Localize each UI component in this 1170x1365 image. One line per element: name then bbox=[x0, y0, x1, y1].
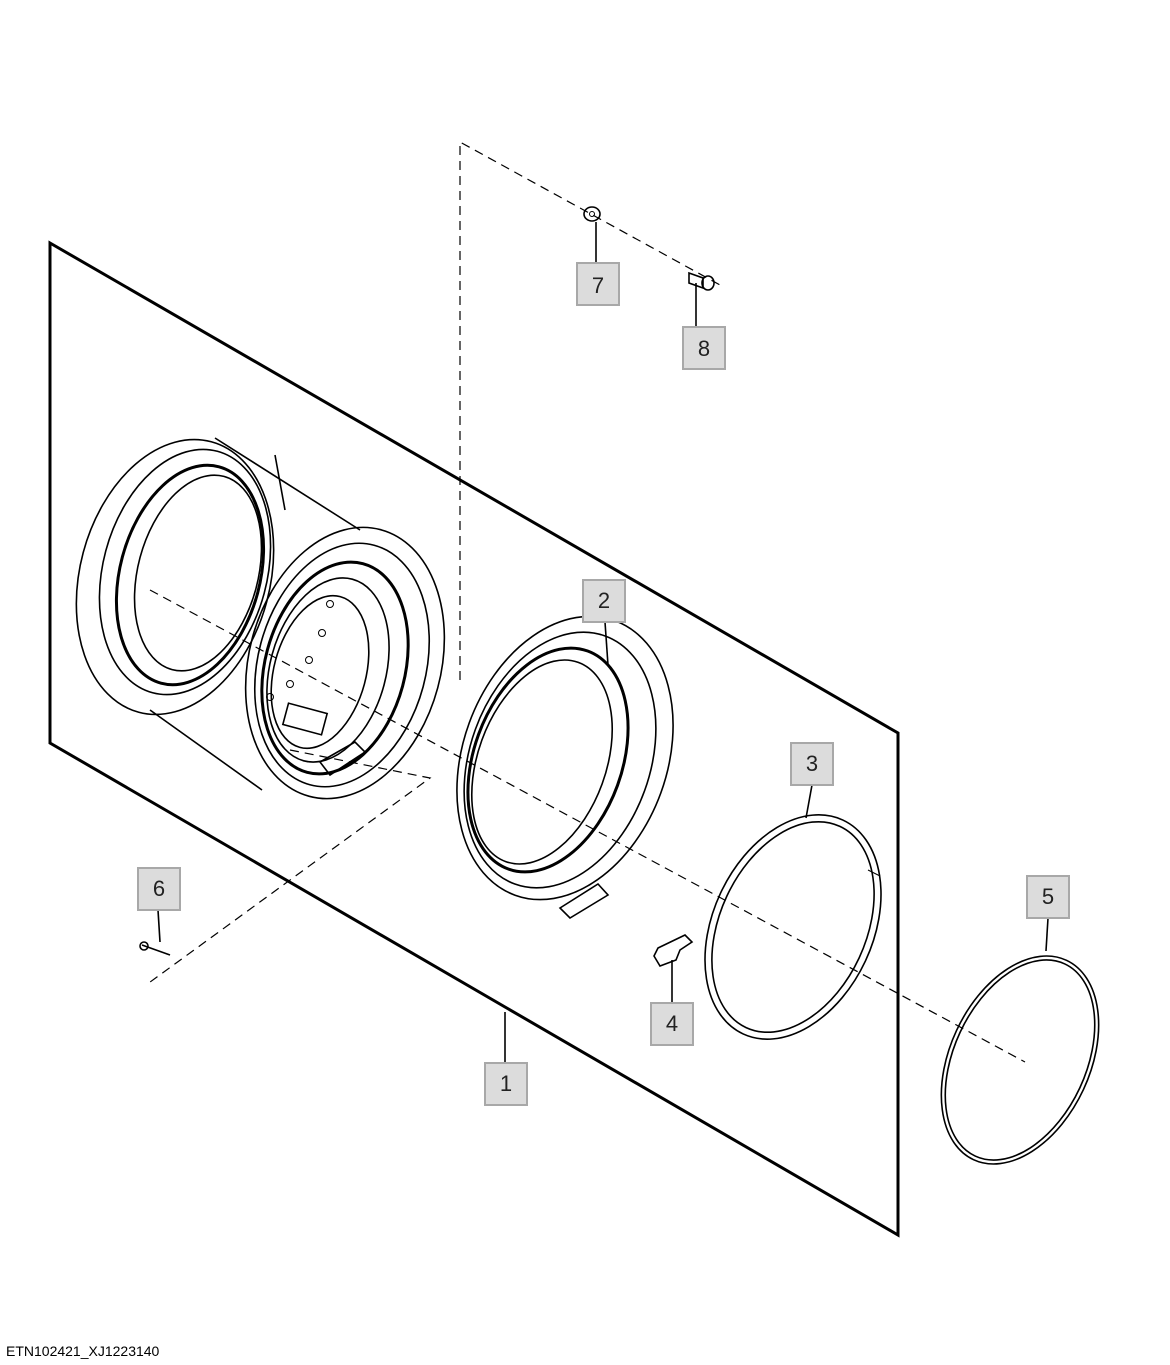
callout-label: 8 bbox=[698, 336, 710, 361]
callout-5: 5 bbox=[1026, 875, 1070, 919]
callout-4: 4 bbox=[650, 1002, 694, 1046]
callout-2: 2 bbox=[582, 579, 626, 623]
callout-8: 8 bbox=[682, 326, 726, 370]
callout-3: 3 bbox=[790, 742, 834, 786]
wheel-rim bbox=[75, 437, 446, 800]
flange-ring bbox=[456, 615, 674, 920]
callout-label: 6 bbox=[153, 876, 165, 901]
callout-label: 4 bbox=[666, 1011, 678, 1036]
assembly-panel bbox=[48, 240, 900, 1238]
callout-label: 3 bbox=[806, 751, 818, 776]
leader-lines bbox=[157, 222, 1049, 1063]
callout-6: 6 bbox=[137, 867, 181, 911]
valve-stem bbox=[139, 941, 171, 956]
lock-ring bbox=[704, 814, 882, 1040]
figure-id: ETN102421_XJ1223140 bbox=[6, 1343, 160, 1359]
callout-label: 5 bbox=[1042, 884, 1054, 909]
bolt-part bbox=[688, 271, 715, 291]
callout-label: 2 bbox=[598, 588, 610, 613]
callout-label: 7 bbox=[592, 273, 604, 298]
assembly-guides bbox=[145, 140, 1026, 1063]
o-ring bbox=[940, 955, 1100, 1165]
washer-part bbox=[583, 206, 601, 222]
callout-1: 1 bbox=[484, 1062, 528, 1106]
callout-label: 1 bbox=[500, 1071, 512, 1096]
callout-7: 7 bbox=[576, 262, 620, 306]
clip-part bbox=[653, 934, 694, 967]
